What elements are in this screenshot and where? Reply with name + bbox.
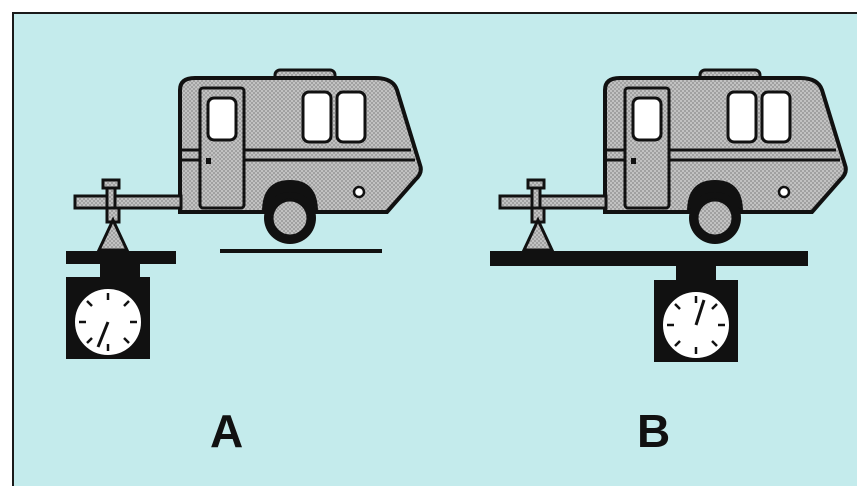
panel-a-label: A	[210, 408, 243, 454]
panel-b-scale-neck	[676, 264, 716, 280]
panel-b-scale	[654, 280, 738, 362]
panel-a-scale	[66, 277, 150, 359]
panel-a-ground	[220, 249, 382, 253]
panel-a-trailer	[75, 70, 421, 250]
panel-a-scale-neck	[100, 262, 140, 278]
panel-b-trailer	[500, 70, 846, 250]
panel-b-label: B	[637, 408, 670, 454]
panel-b-scale-platform	[490, 251, 808, 266]
